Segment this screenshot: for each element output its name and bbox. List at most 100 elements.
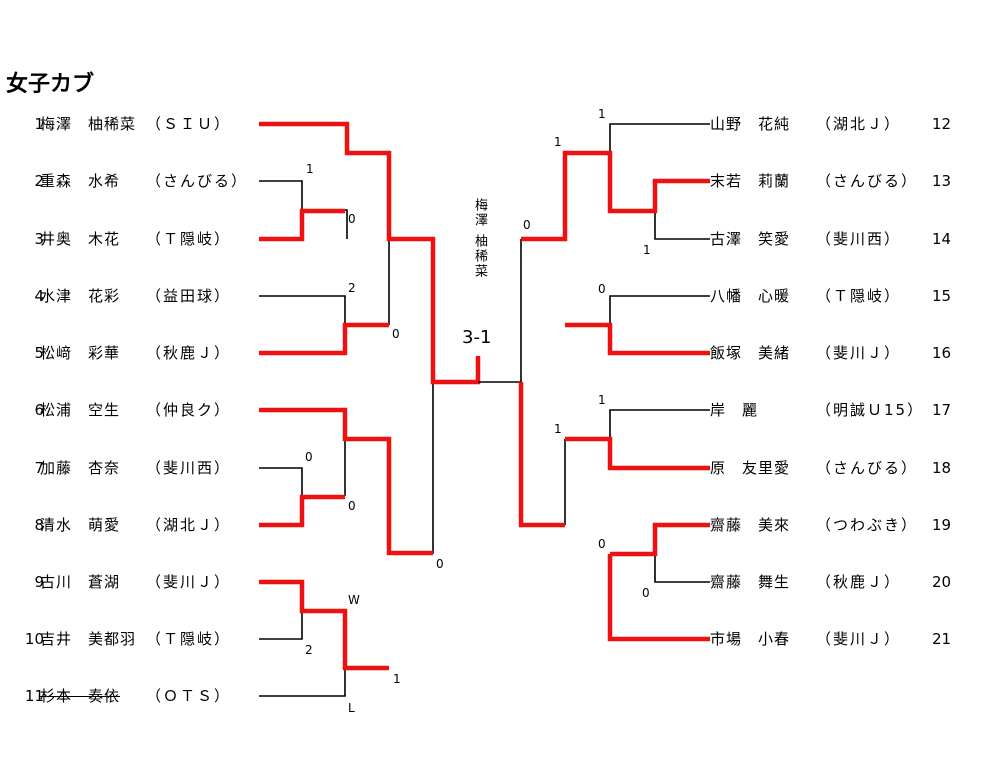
entry-number: 5 (34, 344, 44, 362)
club-name: （さんびる） (816, 172, 919, 190)
entry-row: 古澤 笑愛 （斐川西） 14 (710, 228, 980, 250)
entry-number: 15 (932, 287, 952, 305)
player-name: 古澤 笑愛 (710, 230, 791, 248)
score-label: 2 (305, 643, 313, 657)
player-name: 加藤 杏奈 (40, 459, 121, 477)
entry-row: 市場 小春（斐川Ｊ）21 (710, 628, 980, 650)
player-name: 井奥 木花 (40, 230, 121, 248)
winner-path (518, 382, 565, 528)
entry-number: 19 (932, 516, 952, 534)
score-label: 1 (554, 422, 562, 436)
bracket-line (259, 467, 303, 497)
club-name: （秋鹿Ｊ） (816, 573, 902, 591)
entry-number: 3 (34, 230, 44, 248)
bracket-line (259, 611, 303, 640)
score-label: 0 (348, 499, 356, 513)
club-name: （明誠Ｕ15） (816, 401, 925, 419)
entry-number: 20 (932, 573, 952, 591)
winner-path (259, 208, 345, 242)
entry-number: 18 (932, 459, 952, 477)
bracket-line (654, 554, 710, 583)
club-name: （ＳＩＵ） (146, 115, 232, 133)
player-name: 杉本 奏依 (40, 687, 121, 705)
score-label: 0 (436, 557, 444, 571)
player-name: 水津 花彩 (40, 287, 121, 305)
club-name: （つわぶき） (816, 516, 919, 534)
club-name: （湖北Ｊ） (146, 516, 232, 534)
player-name: 飯塚 美緒 (710, 344, 791, 362)
player-name: 重森 水希 (40, 172, 121, 190)
entry-row: 山野 花純（湖北Ｊ）12 (710, 113, 980, 135)
score-label: 0 (305, 450, 313, 464)
club-name: （斐川西） (146, 459, 232, 477)
club-name: （湖北Ｊ） (816, 115, 902, 133)
club-name: （ＯＴＳ） (146, 687, 232, 705)
club-name: （斐川Ｊ） (146, 573, 232, 591)
bracket-line (609, 409, 710, 439)
player-name: 市場 小春 (710, 630, 791, 648)
club-name: （斐川西） (816, 230, 902, 248)
bracket-line (259, 295, 346, 325)
entry-row: 飯塚 美緒 （斐川Ｊ） 16 (710, 342, 980, 364)
player-name: 古川 蒼湖 (40, 573, 121, 591)
score-label: 1 (643, 243, 651, 257)
winner-path (259, 494, 345, 528)
score-label: L (348, 701, 355, 715)
entry-number: 17 (932, 401, 952, 419)
winner-path (259, 407, 433, 556)
player-name: 原 友里愛 (710, 459, 791, 477)
entry-number: 12 (932, 115, 952, 133)
score-label: 0 (598, 282, 606, 296)
winner-path (565, 436, 710, 471)
player-name: 松﨑 彩華 (40, 344, 121, 362)
club-name: （斐川Ｊ） (816, 344, 902, 362)
club-name: （Ｔ隠岐） (816, 287, 902, 305)
entry-row: 末若 莉蘭 （さんびる） 13 (710, 170, 980, 192)
club-name: （益田球） (146, 287, 232, 305)
winner-path (607, 554, 710, 642)
score-label: 0 (348, 212, 356, 226)
entry-number: 8 (34, 516, 44, 534)
entry-row: 齋藤 舞生（秋鹿Ｊ）20 (710, 571, 980, 593)
player-name: 梅澤 柚稀菜 (40, 115, 137, 133)
entry-number: 4 (34, 287, 44, 305)
score-label: 2 (348, 281, 356, 295)
entry-number: 14 (932, 230, 952, 248)
score-label: 0 (642, 586, 650, 600)
bracket-line (259, 668, 346, 697)
entry-number: 16 (932, 344, 952, 362)
player-name: 齋藤 美來 (710, 516, 791, 534)
score-label: 1 (393, 672, 401, 686)
club-name: （さんびる） (146, 172, 249, 190)
bracket-line (609, 123, 710, 211)
score-label: 0 (598, 537, 606, 551)
winner-path (521, 150, 710, 242)
entry-row: 原 友里愛（さんびる）18 (710, 457, 980, 479)
player-name: 清水 萌愛 (40, 516, 121, 534)
bracket-line (259, 180, 303, 211)
player-name: 末若 莉蘭 (710, 172, 791, 190)
entry-number: 13 (932, 172, 952, 190)
entry-number: 2 (34, 172, 44, 190)
bracket-line (389, 382, 434, 554)
entry-number: 10 (24, 630, 44, 648)
player-name: 八幡 心暖 (710, 287, 791, 305)
club-name: （Ｔ隠岐） (146, 630, 232, 648)
club-name: （Ｔ隠岐） (146, 230, 232, 248)
final-score: 3-1 (462, 327, 492, 348)
bracket-line (345, 209, 348, 239)
entry-row: 齋藤 美來 （つわぶき） 19 (710, 514, 980, 536)
score-label: 1 (598, 393, 606, 407)
score-label: W (348, 593, 360, 607)
score-label: 1 (554, 135, 562, 149)
